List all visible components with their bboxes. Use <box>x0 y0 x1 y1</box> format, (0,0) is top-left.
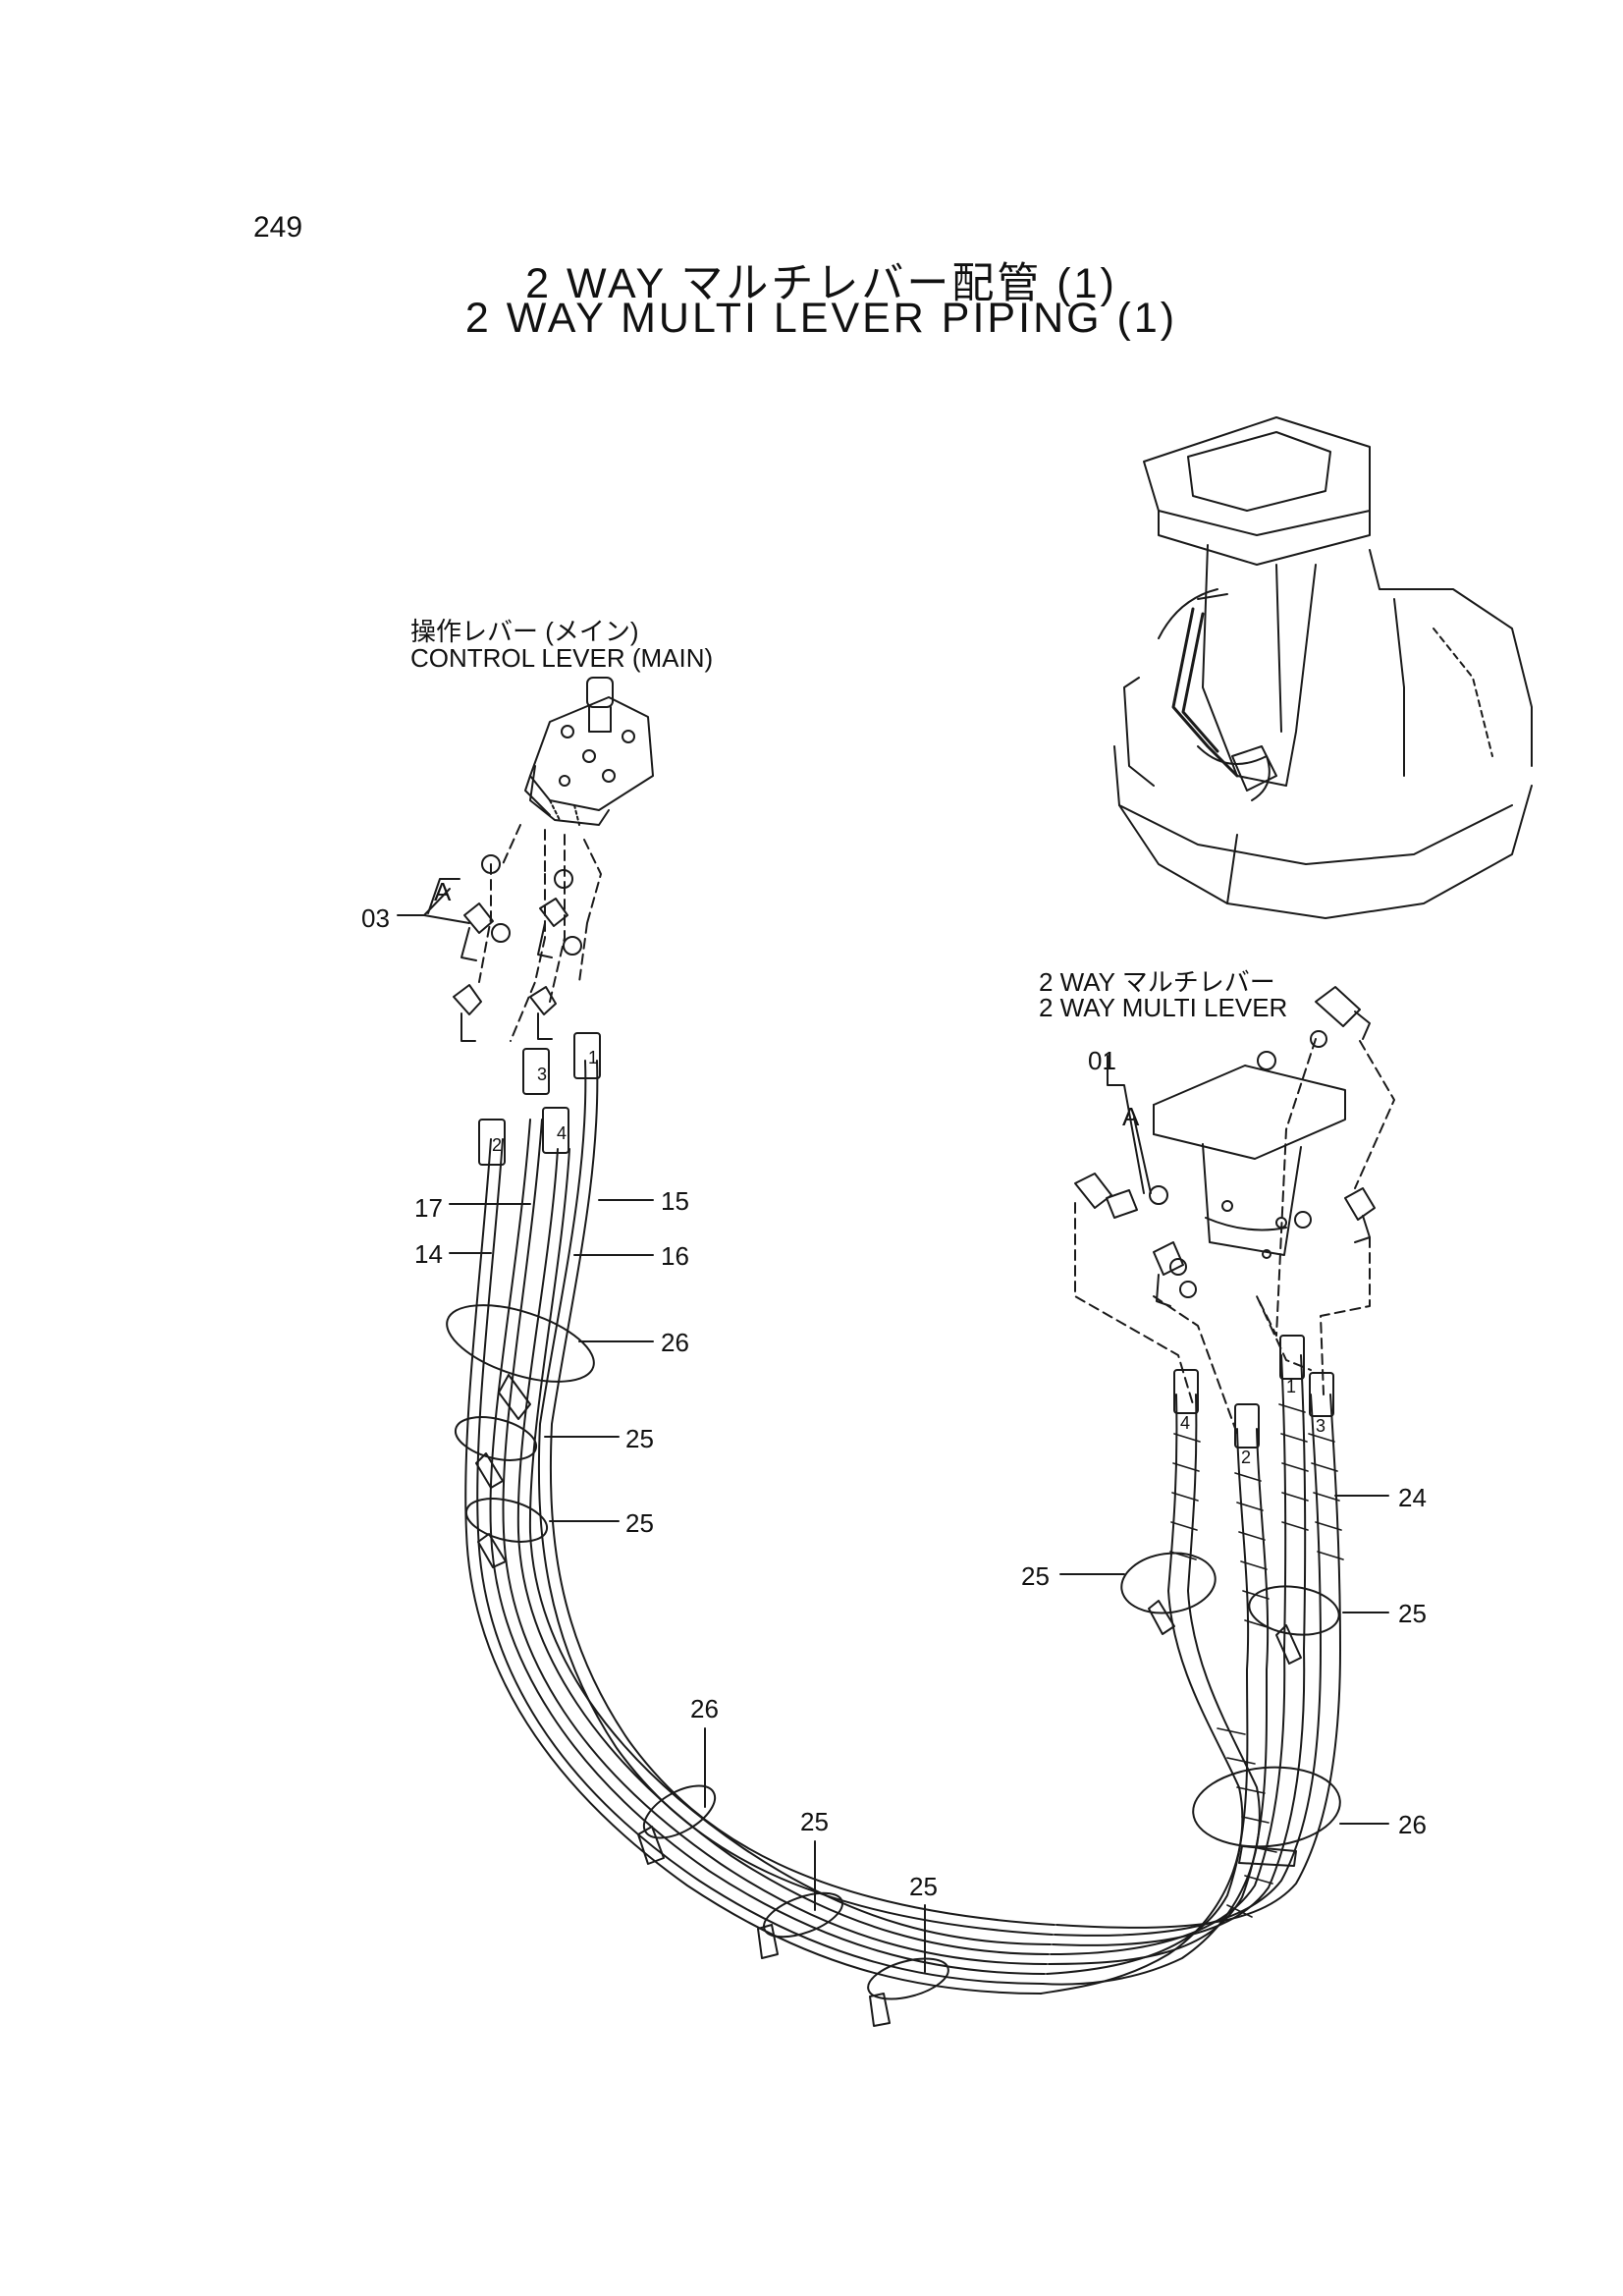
multi-lever-label-jp: 2 WAY マルチレバー <box>1039 967 1275 997</box>
page-number: 249 <box>253 211 303 244</box>
control-lever-label-en: CONTROL LEVER (MAIN) <box>410 643 714 673</box>
control-lever-label-jp: 操作レバー (メイン) <box>410 617 639 646</box>
hose-number-left-1: 1 <box>588 1048 598 1067</box>
control-lever-body <box>524 677 654 826</box>
callout-24: 24 <box>1398 1483 1427 1512</box>
hose-number-left-4: 4 <box>557 1123 567 1143</box>
hose-number-right-4: 4 <box>1180 1413 1190 1433</box>
bands-left <box>446 1304 949 2027</box>
spiral-guard-marks <box>1169 1403 1344 1918</box>
detail-a-leader-left <box>427 878 460 914</box>
hose-number-right-3: 3 <box>1316 1416 1325 1436</box>
hose-number-left-2: 2 <box>492 1135 502 1155</box>
multi-lever-fittings <box>1074 986 1376 1307</box>
hose-number-right-2: 2 <box>1241 1448 1251 1467</box>
multi-lever-body <box>1153 1051 1346 1259</box>
hoses-right-bundle <box>1040 1354 1341 1995</box>
callout-17: 17 <box>414 1193 443 1223</box>
leaders-right <box>1059 1495 1389 1825</box>
leaders-left <box>449 1199 926 1973</box>
callout-01: 01 <box>1088 1046 1116 1075</box>
callout-03-leader-a <box>423 914 470 924</box>
hose-fittings-right <box>1173 1335 1334 1449</box>
callout-03: 03 <box>361 903 390 933</box>
callout-26-upper: 26 <box>661 1328 689 1357</box>
callout-15: 15 <box>661 1186 689 1216</box>
machine-seat-illustration <box>1113 416 1533 919</box>
hoses-left-bundle <box>464 1060 1055 1995</box>
callout-26-bottom: 26 <box>690 1694 719 1723</box>
page-title-jp: 2 WAY マルチレバー配管 (1) <box>525 260 1117 307</box>
callout-25-bottom-a: 25 <box>800 1807 829 1836</box>
callout-25-bottom-b: 25 <box>909 1872 938 1901</box>
callout-26-right: 26 <box>1398 1810 1427 1839</box>
page-title-en: 2 WAY MULTI LEVER PIPING (1) <box>464 295 1178 342</box>
callout-14: 14 <box>414 1239 443 1269</box>
callout-03-leader-b <box>397 888 451 916</box>
bands-right <box>1120 1552 1341 1867</box>
o-rings-left <box>481 854 582 956</box>
detail-a-leader-right <box>1133 1117 1152 1194</box>
multi-lever-dashed-routes <box>1074 1038 1395 1435</box>
hose-fittings-left <box>478 1032 601 1166</box>
callout-01-leader <box>1107 1055 1145 1194</box>
multi-lever-label-en: 2 WAY MULTI LEVER <box>1039 993 1288 1022</box>
callout-16: 16 <box>661 1241 689 1271</box>
hose-number-right-1: 1 <box>1286 1377 1296 1396</box>
callout-25-right: 25 <box>1398 1599 1427 1628</box>
hose-number-left-3: 3 <box>537 1065 547 1084</box>
callout-25-mid: 25 <box>625 1508 654 1538</box>
callout-25-upper: 25 <box>625 1424 654 1453</box>
elbow-fittings-left <box>453 898 568 1042</box>
callout-25-right-left: 25 <box>1021 1561 1050 1591</box>
